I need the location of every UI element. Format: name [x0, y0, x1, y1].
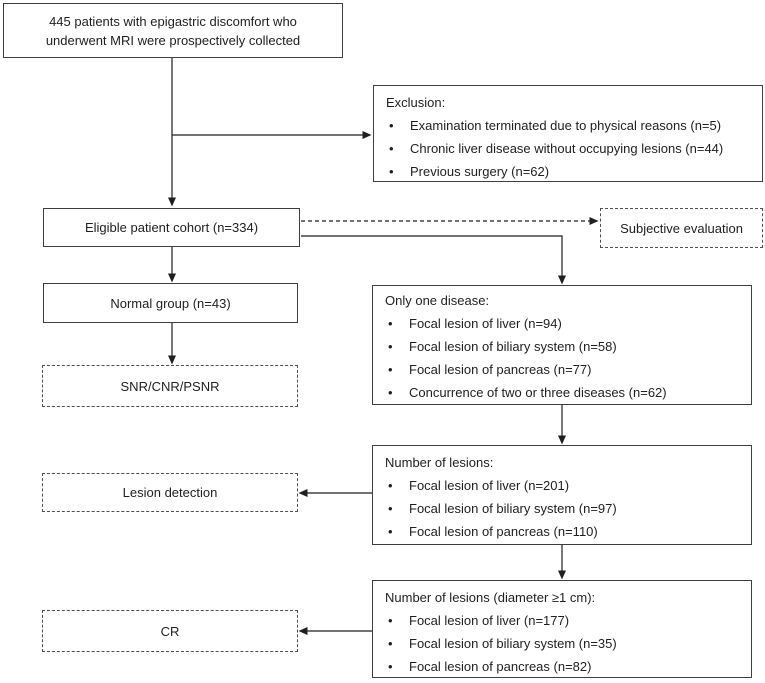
node-lesion-detection: Lesion detection — [42, 473, 298, 512]
lesions-item: Focal lesion of pancreas (n=110) — [385, 520, 745, 543]
diameter-item-text: Focal lesion of liver (n=177) — [409, 613, 570, 628]
node-lesions-diameter: Number of lesions (diameter ≥1 cm): Foca… — [372, 580, 752, 678]
disease-item: Focal lesion of liver (n=94) — [385, 312, 745, 335]
node-eligible-cohort: Eligible patient cohort (n=334) — [43, 208, 300, 247]
node-cr: CR — [42, 610, 298, 652]
node-snr-cnr-psnr: SNR/CNR/PSNR — [42, 365, 298, 407]
diameter-item-text: Focal lesion of pancreas (n=82) — [409, 659, 592, 674]
disease-item-text: Concurrence of two or three diseases (n=… — [409, 385, 667, 400]
disease-item-text: Focal lesion of biliary system (n=58) — [409, 339, 617, 354]
lesions-item-text: Focal lesion of biliary system (n=97) — [409, 501, 617, 516]
snr-label: SNR/CNR/PSNR — [120, 378, 220, 394]
lesion-detection-label: Lesion detection — [122, 485, 218, 500]
exclusion-item: Previous surgery (n=62) — [386, 160, 756, 183]
diameter-item-text: Focal lesion of biliary system (n=35) — [409, 636, 617, 651]
normal-label: Normal group (n=43) — [110, 295, 231, 311]
disease-title: Only one disease: — [385, 293, 490, 308]
disease-item-text: Focal lesion of liver (n=94) — [409, 316, 562, 331]
exclusion-title: Exclusion: — [386, 95, 446, 110]
eligible-label: Eligible patient cohort (n=334) — [84, 220, 259, 235]
lesions-item: Focal lesion of liver (n=201) — [385, 474, 745, 497]
exclusion-item: Chronic liver disease without occupying … — [386, 137, 756, 160]
node-exclusion: Exclusion: Examination terminated due to… — [373, 85, 763, 182]
lesions-item-text: Focal lesion of liver (n=201) — [409, 478, 570, 493]
diameter-item: Focal lesion of biliary system (n=35) — [385, 632, 745, 655]
lesions-item-text: Focal lesion of pancreas (n=110) — [409, 524, 598, 539]
collected-line2: underwent MRI were prospectively collect… — [45, 32, 301, 48]
diameter-item: Focal lesion of liver (n=177) — [385, 609, 745, 632]
node-only-one-disease: Only one disease: Focal lesion of liver … — [372, 285, 752, 405]
exclusion-item: Examination terminated due to physical r… — [386, 114, 756, 137]
lesions-title: Number of lesions: — [385, 455, 494, 470]
lesions-item: Focal lesion of biliary system (n=97) — [385, 497, 745, 520]
subjective-label: Subjective evaluation — [620, 220, 743, 236]
node-normal-group: Normal group (n=43) — [43, 283, 298, 323]
collected-text: 445 patients with epigastric discomfort … — [46, 12, 300, 50]
disease-item: Focal lesion of biliary system (n=58) — [385, 335, 745, 358]
collected-line1: 445 patients with epigastric discomfort … — [49, 13, 297, 29]
disease-item: Focal lesion of pancreas (n=77) — [385, 358, 745, 381]
diameter-item: Focal lesion of pancreas (n=82) — [385, 655, 745, 678]
diameter-title: Number of lesions (diameter ≥1 cm): — [385, 590, 596, 605]
exclusion-item-text: Previous surgery (n=62) — [410, 164, 550, 179]
cr-label: CR — [160, 623, 180, 639]
exclusion-item-text: Examination terminated due to physical r… — [410, 118, 722, 133]
arrow-eligible-to-disease — [301, 235, 566, 285]
node-collected: 445 patients with epigastric discomfort … — [3, 3, 343, 58]
exclusion-item-text: Chronic liver disease without occupying … — [410, 141, 724, 156]
node-number-of-lesions: Number of lesions: Focal lesion of liver… — [372, 445, 752, 545]
disease-item-text: Focal lesion of pancreas (n=77) — [409, 362, 592, 377]
node-subjective-evaluation: Subjective evaluation — [600, 208, 763, 248]
disease-item: Concurrence of two or three diseases (n=… — [385, 381, 745, 404]
